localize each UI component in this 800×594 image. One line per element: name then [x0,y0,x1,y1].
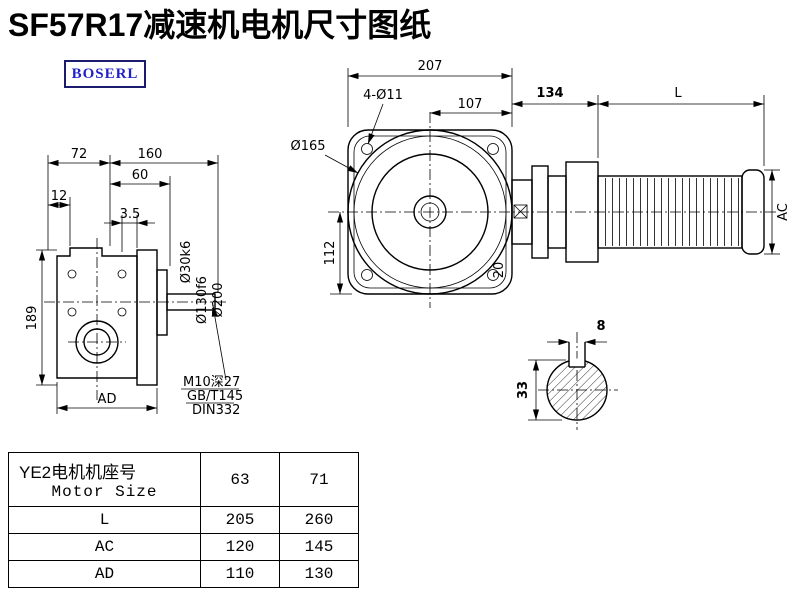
dim-12: 12 [51,189,68,204]
value-L-63: 205 [200,506,280,534]
output-shaft [166,293,216,311]
front-view-dimension-lines [324,68,780,295]
motor-size-table: YE2电机机座号 Motor Size 63 71 L 205 260 AC 1… [8,452,359,588]
left-view-dimension-lines [36,155,239,414]
shaft-section-circle [546,359,608,421]
dim-72: 72 [71,147,88,162]
brand-logo: BOSERL [64,60,146,88]
motor-size-col-63: 63 [200,452,280,507]
dim-33: 33 [516,381,531,399]
dim-AC: AC [776,203,791,221]
value-L-71: 260 [279,506,359,534]
table-row-AD: AD 110 130 [8,560,359,588]
dim-160: 160 [138,147,163,162]
value-AC-71: 145 [279,533,359,561]
bolt-hole [487,143,499,155]
dim-60: 60 [132,168,149,183]
dim-107: 107 [458,97,483,112]
fan-cover [741,169,765,255]
table-header-en: Motor Size [51,483,158,501]
breather-plug [513,204,528,219]
housing-bore-outer [75,320,119,364]
row-label-L: L [8,506,201,534]
bolt-hole [487,269,499,281]
row-label-AC: AC [8,533,201,561]
brand-logo-text: BOSERL [71,65,139,82]
value-AC-63: 120 [200,533,280,561]
value-AD-63: 110 [200,560,280,588]
flange-spigot [156,269,168,336]
note-tapped-hole: M10深27 [183,375,240,390]
page-title: SF57R17减速机电机尺寸图纸 [8,7,432,43]
housing-bore-inner [83,328,111,356]
table-header-cn: YE2电机机座号 [19,463,137,482]
bolt-hole [361,269,373,281]
dim-L: L [674,86,682,101]
dim-20: 20 [492,262,507,279]
shaft-key-section: 8 33 [516,319,618,430]
note-gb-standard: GB/T145 [187,389,243,404]
dim-112: 112 [323,241,338,266]
row-label-AD: AD [8,560,201,588]
motor-cooling-fins [600,178,740,246]
table-row-L: L 205 260 [8,506,359,534]
dim-189: 189 [25,306,40,331]
value-AD-71: 130 [279,560,359,588]
output-flange-plate [136,249,158,386]
dim-flange-dia: Ø200 [211,282,226,317]
table-header-motor-size: YE2电机机座号 Motor Size [8,452,201,507]
bolt-hole [361,143,373,155]
dim-3-5: 3.5 [120,207,141,222]
dim-bolt-holes: 4-Ø11 [363,88,403,103]
motor-size-col-71: 71 [279,452,359,507]
dim-207: 207 [418,59,443,74]
gearbox-housing-outline [56,247,138,379]
dim-AD: AD [98,392,117,407]
dim-134: 134 [536,86,563,101]
dim-spigot-dia: Ø130f6 [195,276,210,324]
note-din-standard: DIN332 [192,403,240,418]
dim-shaft-dia: Ø30k6 [179,241,194,284]
left-view: 72 160 60 12 3.5 189 AD Ø30k6 Ø130f6 Ø20… [25,147,243,418]
dim-165: Ø165 [290,139,325,154]
front-view: 207 4-Ø11 107 134 L Ø165 112 20 AC [290,59,791,308]
table-row-AC: AC 120 145 [8,533,359,561]
dim-8: 8 [596,319,605,334]
